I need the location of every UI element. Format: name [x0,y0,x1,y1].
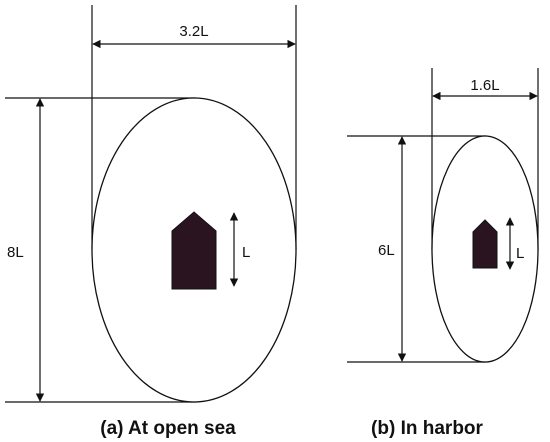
panel-a: 3.2L 8L L (a) At open sea [5,5,297,439]
panel-a-height-label: 8L [7,244,24,261]
panel-b: 1.6L 6L L (b) In harbor [347,68,539,439]
panel-b-width-label: 1.6L [470,77,499,94]
panel-a-caption: (a) At open sea [100,418,236,439]
panel-a-ship-icon [171,211,217,290]
panel-a-width-label: 3.2L [179,23,208,40]
panel-b-ship-label: L [516,245,524,262]
panel-b-ship-icon [472,219,498,269]
panel-b-height-label: 6L [378,242,395,259]
panel-a-ship-label: L [242,244,250,261]
panel-b-caption: (b) In harbor [371,418,483,439]
